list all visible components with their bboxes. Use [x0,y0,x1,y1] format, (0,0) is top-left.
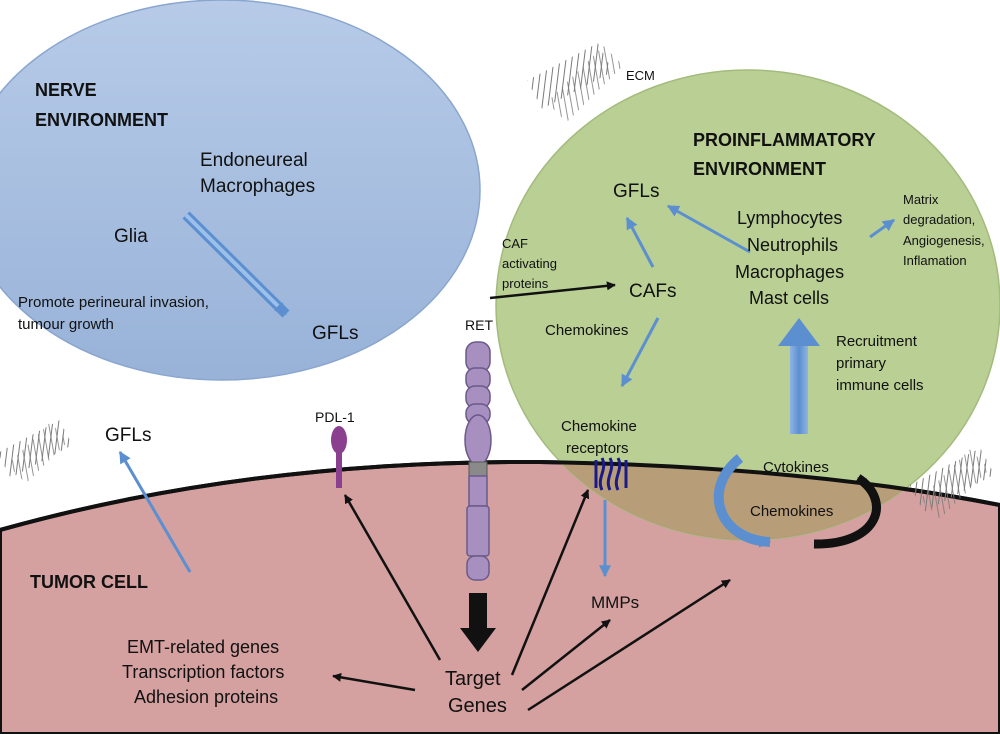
macrophages-nerve-label: Macrophages [200,176,315,197]
gfls-inflam-label: GFLs [613,181,659,202]
cafs-label: CAFs [629,281,677,302]
emt-line3: Adhesion proteins [134,687,278,707]
promote-line2: tumour growth [18,316,114,333]
emt-line1: EMT-related genes [127,637,279,657]
tumor-cell-label: TUMOR CELL [30,572,148,592]
macrophages-inflam-label: Macrophages [735,262,844,282]
promote-line1: Promote perineural invasion, [18,294,209,311]
cafs-to-receptors-arrow [620,317,660,388]
ecm-fibers-left [0,420,73,484]
inflam-title-line2: ENVIRONMENT [693,159,826,179]
chemokine-receptors-line1: Chemokine [561,418,637,435]
ret-receptor [464,341,492,581]
nerve-title-line2: ENVIRONMENT [35,110,168,130]
matrix-line1: Matrix [903,192,939,207]
target-to-cycle-arrow [527,578,731,712]
gfls-nerve-label: GFLs [312,323,358,344]
target-line2: Genes [448,695,507,717]
caf-activating-line2: activating [502,256,557,271]
recruitment-line2: primary [836,355,887,372]
caf-activating-line1: CAF [502,236,528,251]
target-to-receptors-arrow [510,489,590,676]
chemokine-receptor-coil [594,457,628,491]
gfls-tumor-label: GFLs [105,425,151,446]
recruitment-line1: Recruitment [836,333,918,350]
ret-label: RET [465,317,493,333]
cytokines-label: Cytokines [763,459,829,476]
ecm-fibers-top [527,43,624,123]
tumor-to-gfls-arrow [118,450,192,573]
mast-cells-label: Mast cells [749,288,829,308]
chemokines-bottom-label: Chemokines [750,503,833,520]
target-to-mmps-arrow [521,619,611,691]
target-line1: Target [445,668,501,690]
recruitment-line3: immune cells [836,377,924,394]
glia-label: Glia [114,226,148,247]
ecm-fibers-right [909,447,995,519]
target-to-emt-arrow [332,672,416,692]
matrix-line2: degradation, [903,212,975,227]
neutrophils-label: Neutrophils [747,235,838,255]
cafs-to-gfls-arrow [625,216,655,268]
matrix-line3: Angiogenesis, [903,233,985,248]
recruitment-arrow [778,318,820,434]
inflam-title-line1: PROINFLAMMATORY [693,130,876,150]
chemokines-cycle-arrow-black [813,474,881,549]
nerve-environment [0,0,481,381]
endoneureal-label: Endoneureal [200,150,308,171]
mmps-label: MMPs [591,593,639,612]
target-to-pdl1-arrow [343,494,442,661]
lymphocytes-label: Lymphocytes [737,208,842,228]
chemokine-receptors-line2: receptors [566,440,629,457]
caf-activating-arrow [489,281,616,300]
immune-to-matrix-arrow [869,218,895,239]
pdl1-label: PDL-1 [315,409,355,425]
matrix-line4: Inflamation [903,253,967,268]
nerve-title-line1: NERVE [35,80,97,100]
ret-signal-arrow [460,593,496,652]
pdl1-receptor [331,426,347,488]
cytokines-cycle-arrow-blue [713,454,772,548]
lymphocytes-to-gfls-arrow [666,204,751,254]
chemokines-top-label: Chemokines [545,322,628,339]
caf-activating-line3: proteins [502,276,549,291]
ecm-label: ECM [626,68,655,83]
emt-line2: Transcription factors [122,662,284,682]
